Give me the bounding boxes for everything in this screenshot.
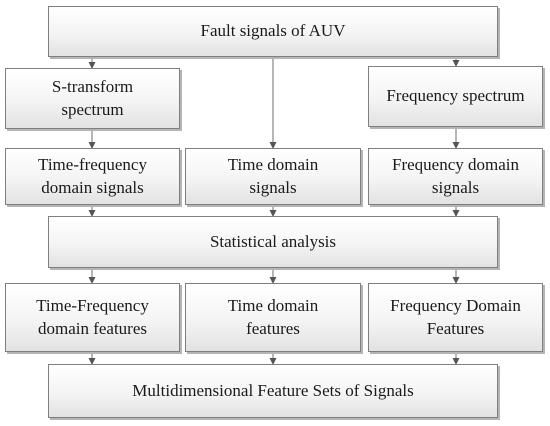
time-frequency-features-label: Time-Frequency domain features — [36, 296, 149, 338]
frequency-domain-signals-label: Frequency domain signals — [392, 155, 519, 197]
time-frequency-signals-label: Time-frequency domain signals — [38, 155, 147, 197]
time-domain-signals-box: Time domain signals — [185, 148, 361, 205]
s-transform-spectrum-box: S-transform spectrum — [5, 68, 180, 129]
s-transform-spectrum-label: S-transform spectrum — [51, 77, 134, 119]
time-frequency-features-box: Time-Frequency domain features — [5, 283, 180, 352]
frequency-domain-features-label: Frequency Domain Features — [390, 296, 521, 338]
time-domain-features-label: Time domain features — [227, 296, 319, 338]
statistical-analysis-box: Statistical analysis — [48, 216, 498, 268]
frequency-spectrum-label: Frequency spectrum — [386, 86, 525, 106]
connector-arrows — [88, 57, 460, 365]
frequency-domain-features-box: Frequency Domain Features — [368, 283, 543, 352]
frequency-domain-signals-box: Frequency domain signals — [368, 148, 543, 205]
time-domain-signals-label: Time domain signals — [227, 155, 319, 197]
fault-signals-label: Fault signals of AUV — [200, 21, 346, 41]
statistical-analysis-label: Statistical analysis — [209, 231, 337, 251]
feature-sets-label: Multidimensional Feature Sets of Signals — [132, 380, 414, 400]
time-domain-features-box: Time domain features — [185, 283, 361, 352]
fault-signals-box: Fault signals of AUV — [48, 6, 498, 57]
feature-sets-box: Multidimensional Feature Sets of Signals — [48, 364, 498, 418]
time-frequency-signals-box: Time-frequency domain signals — [5, 148, 180, 205]
frequency-spectrum-box: Frequency spectrum — [368, 66, 543, 127]
